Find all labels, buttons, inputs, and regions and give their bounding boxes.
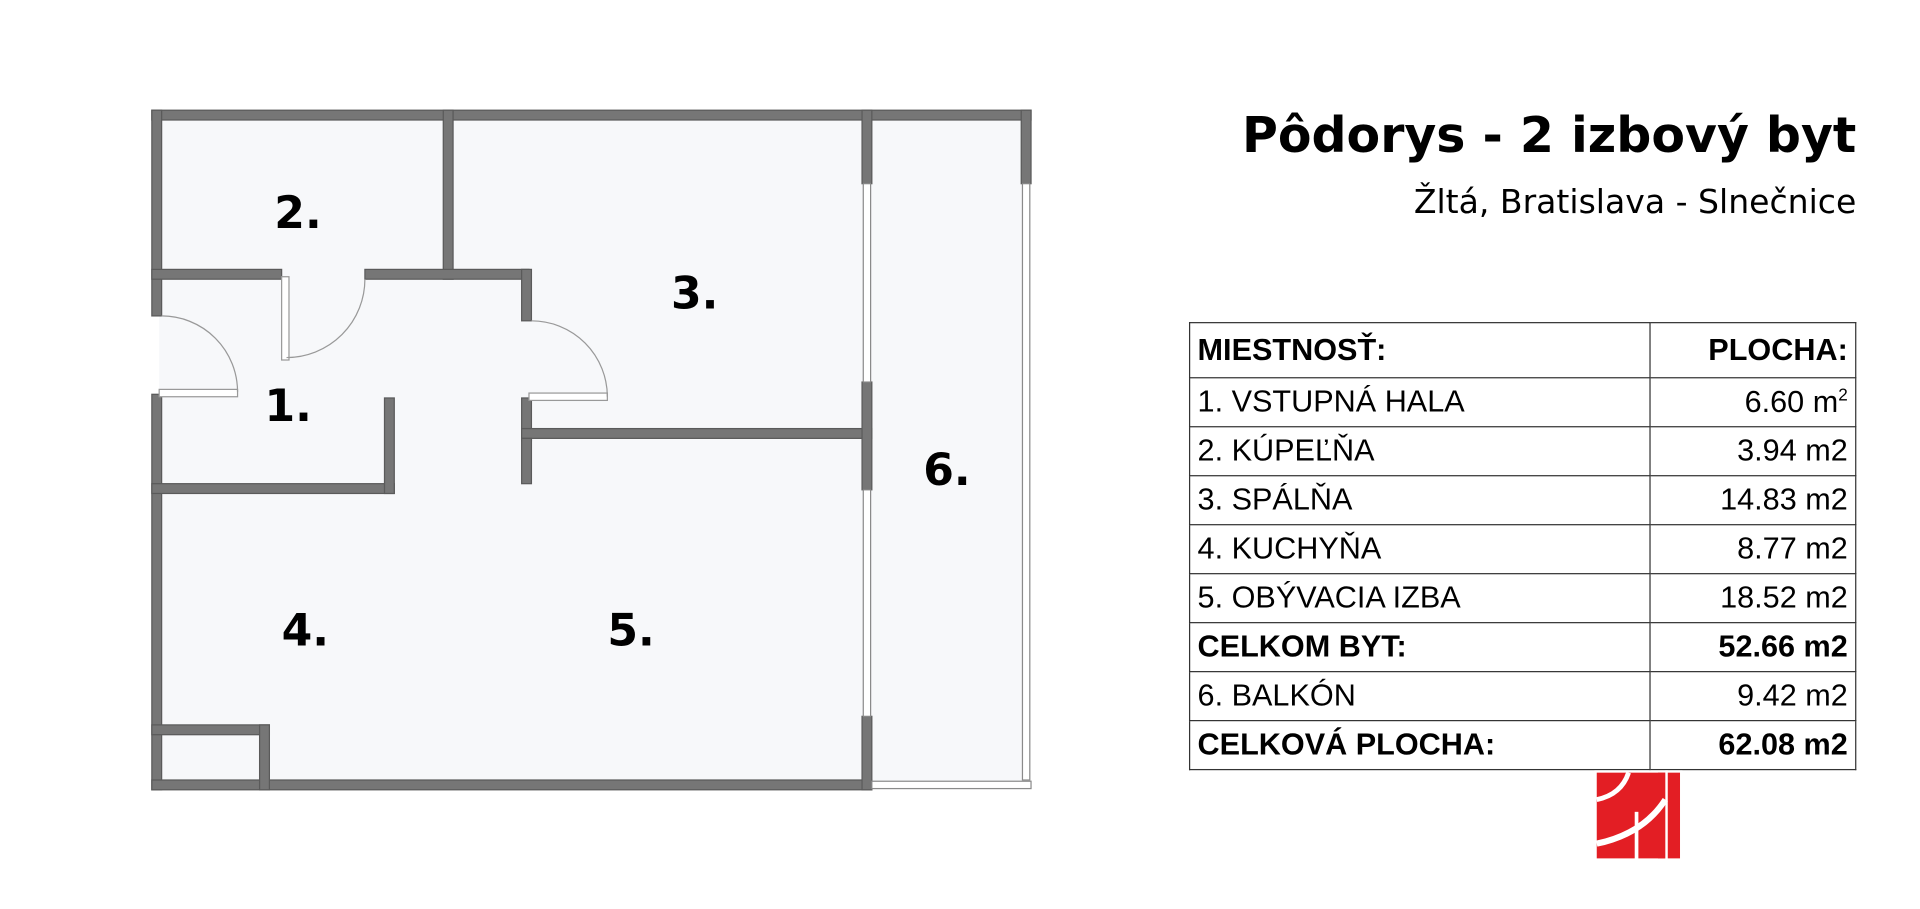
row-area: 52.66 m2 — [1649, 622, 1857, 673]
row-area: 6.60 m2 — [1649, 377, 1857, 428]
page-subtitle: Žltá, Bratislava - Slnečnice — [1413, 183, 1857, 222]
area-unit-sup: 2 — [1838, 384, 1848, 404]
area-value: 6.60 m — [1744, 384, 1839, 419]
brand-logo-icon — [1594, 770, 1683, 861]
room-label-2: 2. — [274, 188, 321, 239]
header-room: MIESTNOSŤ: — [1188, 322, 1651, 379]
walls — [151, 109, 1032, 791]
windows — [862, 183, 1032, 790]
room-label-5: 5. — [607, 605, 654, 656]
table-row: 1. VSTUPNÁ HALA 6.60 m2 — [1188, 377, 1857, 428]
doors — [158, 276, 608, 402]
row-room: 1. VSTUPNÁ HALA — [1188, 377, 1651, 428]
page-title: Pôdorys - 2 izbový byt — [1241, 107, 1857, 165]
row-room: 4. KUCHYŇA — [1188, 524, 1651, 575]
row-area: 3.94 m2 — [1649, 426, 1857, 477]
row-room: CELKOVÁ PLOCHA: — [1188, 720, 1651, 771]
row-area: 62.08 m2 — [1649, 720, 1857, 771]
row-room: CELKOM BYT: — [1188, 622, 1651, 673]
room-label-4: 4. — [282, 605, 329, 656]
table-row-subtotal: CELKOM BYT:52.66 m2 — [1188, 622, 1857, 673]
table-row-total: CELKOVÁ PLOCHA:62.08 m2 — [1188, 720, 1857, 771]
row-room: 5. OBÝVACIA IZBA — [1188, 573, 1651, 624]
area-table: MIESTNOSŤ: PLOCHA: 1. VSTUPNÁ HALA 6.60 … — [1188, 322, 1857, 771]
row-area: 14.83 m2 — [1649, 475, 1857, 526]
room-label-6: 6. — [923, 445, 970, 496]
row-area: 9.42 m2 — [1649, 671, 1857, 722]
table-header: MIESTNOSŤ: PLOCHA: — [1188, 322, 1857, 379]
row-room: 2. KÚPEĽŇA — [1188, 426, 1651, 477]
floor-area — [159, 117, 1024, 785]
header-area: PLOCHA: — [1649, 322, 1857, 379]
row-room: 6. BALKÓN — [1188, 671, 1651, 722]
room-label-1: 1. — [264, 381, 311, 432]
room-label-3: 3. — [671, 269, 718, 320]
row-room: 3. SPÁLŇA — [1188, 475, 1651, 526]
row-area: 8.77 m2 — [1649, 524, 1857, 575]
floor-plan: 2. 3. 1. 6. 4. 5. — [151, 109, 1032, 791]
row-area: 18.52 m2 — [1649, 573, 1857, 624]
